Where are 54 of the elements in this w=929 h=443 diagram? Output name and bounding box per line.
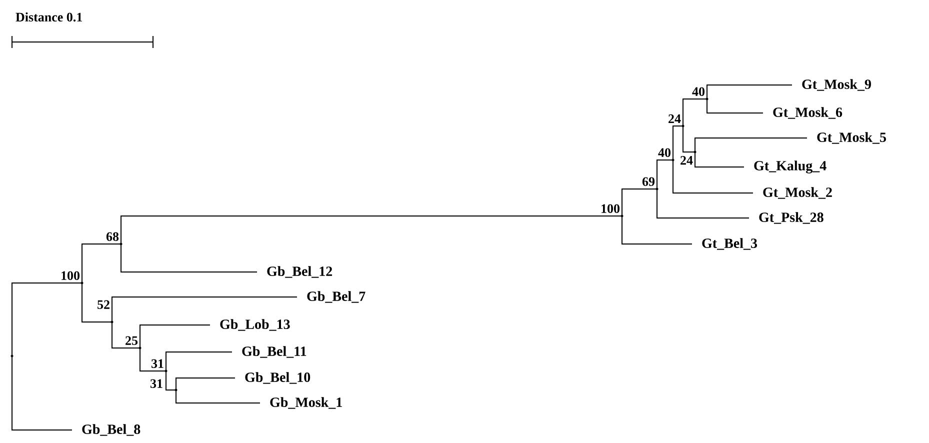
branch-line (706, 84, 792, 100)
bootstrap-value: 40 (692, 87, 704, 96)
leaf-label: Gt_Mosk_2 (763, 187, 832, 199)
branch-line (694, 138, 808, 152)
branch-line (112, 296, 298, 322)
bootstrap-value: 24 (680, 156, 693, 165)
branch-line (166, 352, 232, 372)
bootstrap-value: 52 (98, 300, 110, 309)
branch-line (176, 390, 260, 404)
leaf-label: Gb_Bel_7 (307, 291, 366, 303)
branch-line (706, 98, 764, 114)
branch-line (112, 322, 140, 348)
scale-label: Distance 0.1 (16, 12, 82, 22)
branch-line (656, 160, 674, 190)
branch-line (82, 244, 122, 284)
bootstrap-value: 100 (62, 271, 80, 280)
leaf-label: Gt_Bel_3 (702, 238, 758, 250)
leaf-label: Gt_Kalug_4 (754, 160, 826, 174)
leaf-label: Gb_Mosk_1 (270, 397, 342, 409)
branch-line (140, 324, 210, 348)
bootstrap-value: 25 (126, 336, 138, 345)
branch-line (672, 126, 684, 160)
bootstrap-value: 100 (602, 204, 620, 213)
bootstrap-value: 31 (150, 379, 162, 388)
branch-line (672, 160, 754, 194)
leaf-label: Gt_Mosk_6 (773, 107, 842, 119)
leaf-label: Gb_Bel_12 (267, 266, 332, 278)
leaf-label: Gb_Bel_10 (245, 372, 310, 384)
branch-line (694, 152, 744, 168)
branch-line (622, 216, 692, 244)
leaf-label: Gb_Lob_13 (220, 319, 290, 331)
branch-line (166, 370, 176, 390)
branch-line (12, 356, 72, 430)
branch-line (82, 282, 112, 322)
branch-line (622, 188, 658, 216)
branch-line (140, 348, 166, 372)
leaf-label: Gt_Psk_28 (759, 212, 824, 224)
branch-line (12, 282, 82, 356)
leaf-label: Gb_Bel_11 (242, 346, 306, 358)
bootstrap-value: 31 (152, 359, 164, 368)
leaf-label: Gt_Mosk_9 (802, 79, 871, 91)
branch-line (656, 188, 750, 218)
leaf-label: Gb_Bel_8 (82, 424, 140, 436)
branch-point (10, 354, 14, 358)
branch-line (120, 244, 258, 272)
bootstrap-value: 69 (642, 177, 655, 186)
branch-line (176, 378, 236, 390)
branch-line (120, 216, 622, 244)
leaf-label: Gt_Mosk_5 (817, 132, 886, 144)
bootstrap-value: 68 (106, 232, 119, 241)
branch-line (682, 98, 708, 126)
bootstrap-value: 24 (668, 114, 681, 123)
branch-line (682, 126, 696, 152)
bootstrap-value: 40 (658, 148, 670, 157)
